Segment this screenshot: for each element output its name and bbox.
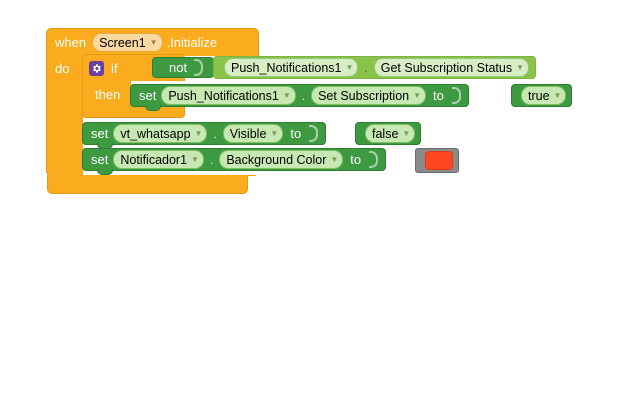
setter-property-label: Background Color	[226, 152, 327, 167]
event-component-dropdown[interactable]: Screen1 ▼	[92, 33, 163, 52]
getter-component-label: Push_Notifications1	[231, 60, 342, 75]
getter-method-dropdown[interactable]: Get Subscription Status ▼	[373, 58, 529, 77]
setter-to-label: to	[290, 126, 302, 141]
chevron-down-icon: ▼	[282, 90, 291, 100]
setter-component-label: Notificador1	[120, 152, 188, 167]
set-keyword-label: set	[139, 88, 157, 103]
if-keyword-label: if	[111, 60, 118, 76]
setter-value-socket	[451, 87, 461, 104]
setter-property-dropdown[interactable]: Background Color ▼	[219, 150, 344, 169]
color-value-block[interactable]	[415, 148, 459, 173]
event-do-label: do	[55, 61, 70, 76]
setter-component-label: Push_Notifications1	[168, 88, 279, 103]
chevron-down-icon: ▼	[330, 154, 339, 164]
setter-component-dropdown[interactable]: vt_whatsapp ▼	[113, 124, 208, 143]
setter-to-label: to	[350, 152, 362, 167]
chevron-down-icon: ▼	[516, 62, 524, 72]
setter-value-socket	[309, 125, 319, 142]
setter-block-set-subscription[interactable]: set Push_Notifications1 ▼ . Set Subscrip…	[130, 84, 469, 111]
setter-property-label: Set Subscription	[318, 88, 410, 103]
setter-to-label: to	[433, 88, 444, 103]
setter-block-background-color[interactable]: set Notificador1 ▼ . Background Color ▼ …	[82, 148, 387, 175]
setter-component-label: vt_whatsapp	[120, 126, 191, 141]
logic-not-block[interactable]: not	[152, 57, 214, 78]
event-keyword-label: when	[55, 35, 87, 50]
chevron-down-icon: ▼	[270, 128, 279, 138]
setter-block-visible[interactable]: set vt_whatsapp ▼ . Visible ▼ to	[82, 122, 327, 149]
getter-block-get-subscription-status[interactable]: Push_Notifications1 ▼ . Get Subscription…	[213, 56, 536, 79]
color-swatch[interactable]	[425, 151, 453, 170]
logic-value-block-true[interactable]: true ▼	[511, 84, 573, 107]
setter-separator: .	[209, 152, 214, 167]
getter-component-dropdown[interactable]: Push_Notifications1 ▼	[224, 58, 359, 77]
setter-property-label: Visible	[229, 126, 267, 141]
gear-icon[interactable]	[89, 60, 104, 76]
logic-value-block-false[interactable]: false ▼	[355, 122, 422, 145]
event-component-label: Screen1	[99, 35, 146, 50]
setter-value-socket	[369, 151, 379, 168]
setter-separator: .	[213, 126, 217, 141]
chevron-down-icon: ▼	[149, 37, 158, 47]
setter-property-dropdown[interactable]: Visible ▼	[222, 124, 284, 143]
chevron-down-icon: ▼	[413, 90, 422, 100]
setter-bottom-nub	[145, 105, 161, 111]
not-value-socket	[194, 59, 204, 76]
getter-method-label: Get Subscription Status	[380, 60, 513, 75]
chevron-down-icon: ▼	[345, 62, 354, 72]
true-value-dropdown[interactable]: true ▼	[521, 86, 567, 105]
chevron-down-icon: ▼	[194, 128, 203, 138]
setter-bottom-nub	[97, 169, 113, 175]
chevron-down-icon: ▼	[553, 90, 562, 100]
event-block-bottom-bar	[47, 175, 248, 194]
false-value-label: false	[372, 126, 399, 141]
set-keyword-label: set	[91, 126, 109, 141]
false-value-dropdown[interactable]: false ▼	[365, 124, 416, 143]
event-block-header: when Screen1 ▼ .Initialize	[47, 29, 260, 56]
setter-separator: .	[301, 88, 306, 103]
setter-component-dropdown[interactable]: Notificador1 ▼	[113, 150, 204, 169]
set-keyword-label: set	[91, 152, 109, 167]
not-keyword-label: not	[169, 60, 188, 75]
getter-separator: .	[364, 60, 368, 75]
true-value-label: true	[528, 88, 550, 103]
if-block-header-row: if	[83, 55, 118, 81]
chevron-down-icon: ▼	[191, 154, 199, 164]
setter-component-dropdown[interactable]: Push_Notifications1 ▼	[161, 86, 296, 105]
chevron-down-icon: ▼	[402, 128, 411, 138]
setter-property-dropdown[interactable]: Set Subscription ▼	[311, 86, 427, 105]
event-name-label: .Initialize	[166, 35, 218, 50]
then-keyword-label: then	[95, 87, 121, 102]
